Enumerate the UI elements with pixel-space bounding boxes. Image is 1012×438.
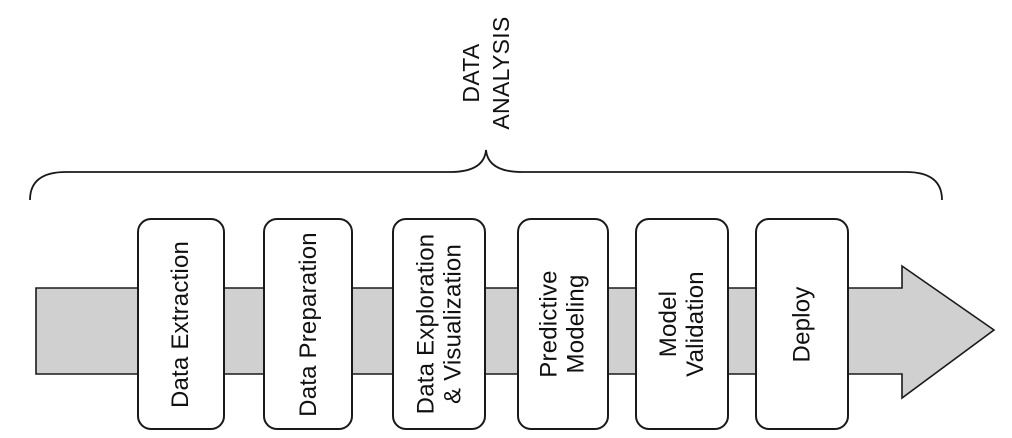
stage-label: Data Exploration & Visualization xyxy=(412,234,466,415)
stage-label-line-1: Predictive xyxy=(536,270,563,378)
stage-label: Deploy xyxy=(788,286,815,362)
stage-deploy: Deploy xyxy=(755,218,849,430)
stage-predictive-modeling: Predictive Modeling xyxy=(517,218,609,430)
stage-label: Predictive Modeling xyxy=(536,270,590,377)
stage-label: Data Extraction xyxy=(168,240,195,407)
stage-model-validation: Model Validation xyxy=(635,218,729,430)
stage-label-line-1: Data Exploration xyxy=(412,233,440,415)
stage-label-line-1: Model xyxy=(655,290,683,358)
stage-label: Model Validation xyxy=(655,271,709,377)
stage-label-line-2: Validation xyxy=(682,271,710,377)
bracket-label-line-2: ANALYSIS xyxy=(488,16,514,130)
stage-label-line-2: Modeling xyxy=(563,274,590,374)
stage-label-line-1: Data Extraction xyxy=(167,240,195,408)
bracket-label: DATA ANALYSIS xyxy=(456,16,516,129)
analysis-bracket xyxy=(29,149,943,201)
stage-label-line-1: Deploy xyxy=(788,286,816,362)
stage-label-line-1: Data Preparation xyxy=(294,231,322,417)
bracket-label-line-1: DATA xyxy=(458,43,484,103)
stage-data-preparation: Data Preparation xyxy=(263,218,353,430)
stage-label-line-2: & Visualization xyxy=(439,244,467,404)
stage-data-exploration: Data Exploration & Visualization xyxy=(392,218,486,430)
stage-label: Data Preparation xyxy=(295,232,322,417)
stage-data-extraction: Data Extraction xyxy=(137,218,225,430)
